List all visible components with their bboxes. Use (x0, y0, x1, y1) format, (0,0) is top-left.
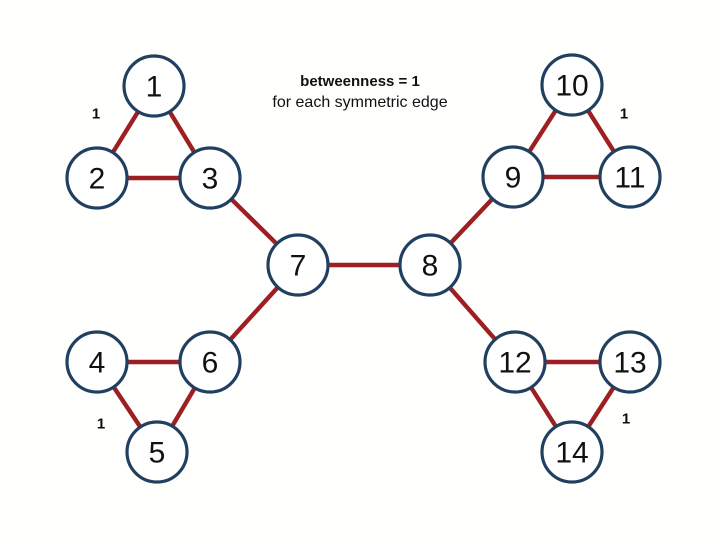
graph-node-4[interactable]: 4 (65, 330, 129, 394)
annotation-line-primary: betweenness = 1 (300, 73, 420, 90)
node-circle-8 (398, 233, 462, 297)
graph-node-14[interactable]: 14 (540, 420, 604, 484)
graph-node-7[interactable]: 7 (266, 233, 330, 297)
node-label-10: 10 (555, 70, 588, 103)
node-label-1: 1 (146, 71, 163, 104)
graph-edge-9-10 (526, 108, 559, 154)
node-circle-4 (65, 330, 129, 394)
betweenness-annotation: betweenness = 1 for each symmetric edge (200, 72, 520, 114)
node-label-2: 2 (89, 163, 106, 196)
node-circle-13 (598, 330, 662, 394)
node-label-9: 9 (505, 162, 522, 195)
graph-node-3[interactable]: 3 (178, 146, 242, 210)
edge-weight-label-13-14: 1 (622, 411, 630, 428)
graph-edge-8-9 (448, 196, 495, 246)
graph-edge-5-6 (169, 385, 198, 429)
node-circle-6 (178, 330, 242, 394)
edge-weight-label-10-11: 1 (620, 106, 628, 123)
node-label-11: 11 (614, 162, 645, 195)
node-circle-11 (598, 145, 662, 209)
edge-weight-label-1-2: 1 (92, 106, 100, 123)
node-circle-2 (65, 146, 129, 210)
graph-node-8[interactable]: 8 (398, 233, 462, 297)
node-circle-3 (178, 146, 242, 210)
graph-node-10[interactable]: 10 (540, 53, 604, 117)
graph-edge-4-5 (111, 384, 143, 430)
graph-edge-12-14 (528, 385, 559, 429)
graph-node-1[interactable]: 1 (122, 54, 186, 118)
graph-edge-13-14 (585, 385, 617, 429)
graph-node-2[interactable]: 2 (65, 146, 129, 210)
edge-weight-labels-layer: 1 1 1 1 (92, 106, 630, 433)
graph-node-11[interactable]: 11 (598, 145, 662, 209)
node-label-4: 4 (89, 347, 106, 380)
node-label-13: 13 (613, 347, 646, 380)
node-label-14: 14 (555, 437, 588, 470)
edge-weight-label-4-5: 1 (97, 416, 105, 433)
graph-edge-1-3 (167, 109, 197, 155)
node-circle-5 (125, 420, 189, 484)
node-circle-14 (540, 420, 604, 484)
graph-edge-6-7 (227, 285, 281, 342)
node-label-7: 7 (290, 250, 307, 283)
node-label-12: 12 (498, 347, 531, 380)
node-label-6: 6 (202, 347, 219, 380)
graph-node-12[interactable]: 12 (483, 330, 547, 394)
annotation-line-secondary: for each symmetric edge (272, 94, 448, 112)
node-circle-1 (122, 54, 186, 118)
edges-layer (110, 108, 617, 430)
graph-node-13[interactable]: 13 (598, 330, 662, 394)
graph-edge-1-2 (110, 109, 141, 155)
node-label-5: 5 (149, 437, 166, 470)
graph-node-9[interactable]: 9 (481, 145, 545, 209)
graph-edge-3-7 (229, 196, 279, 247)
graph-edge-10-11 (585, 108, 617, 154)
node-circle-10 (540, 53, 604, 117)
node-circle-9 (481, 145, 545, 209)
node-label-8: 8 (422, 250, 439, 283)
node-circle-7 (266, 233, 330, 297)
graph-node-6[interactable]: 6 (178, 330, 242, 394)
node-circle-12 (483, 330, 547, 394)
node-label-3: 3 (202, 163, 219, 196)
graph-node-5[interactable]: 5 (125, 420, 189, 484)
graph-edge-8-12 (447, 285, 498, 342)
